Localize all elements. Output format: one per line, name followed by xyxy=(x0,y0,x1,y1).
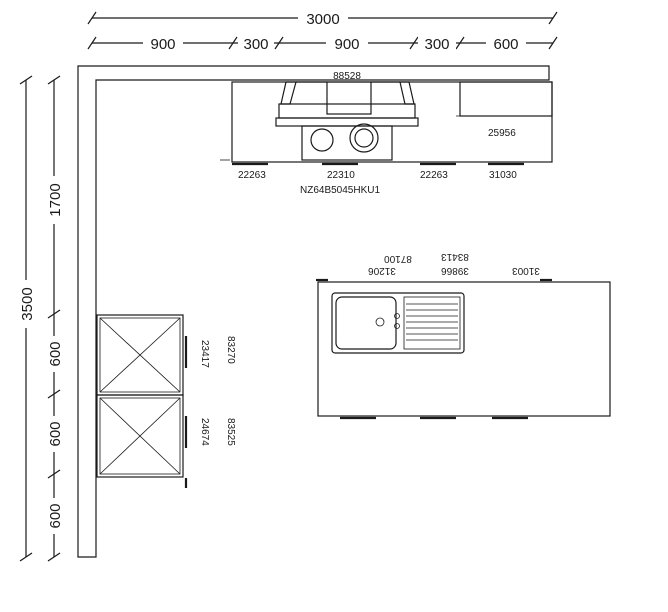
top-total-label: 3000 xyxy=(306,11,339,28)
top-segment-label: 900 xyxy=(150,36,175,53)
top-segment-dimensions: 900 300 900 300 600 xyxy=(87,34,558,53)
island-code: 31003 xyxy=(512,265,540,276)
base-unit-code: 22263 xyxy=(238,170,266,181)
top-segment-label: 300 xyxy=(424,36,449,53)
island-code: 87100 xyxy=(384,253,412,264)
tall-upper-side-code: 83270 xyxy=(225,336,236,364)
wall-cabinet-code: 25956 xyxy=(488,128,516,139)
tall-upper-code: 23417 xyxy=(199,340,210,368)
left-segment-label: 600 xyxy=(47,503,64,528)
top-counter-run: 25956 88528 22263 22310 22263 31030 xyxy=(220,71,553,196)
left-segment-label: 600 xyxy=(47,341,64,366)
island: 31206 87100 83413 39866 31003 xyxy=(316,251,611,420)
tall-unit-lower: 24674 83525 xyxy=(96,394,236,488)
hob-model-label: NZ64B5045HKU1 xyxy=(300,185,380,196)
tall-unit-upper: 23417 83270 xyxy=(96,314,236,396)
wall-cabinet xyxy=(459,81,553,117)
island-code: 31206 xyxy=(368,265,396,276)
island-code: 83413 xyxy=(441,251,469,262)
hood-code: 88528 xyxy=(333,71,361,82)
left-segment-label: 600 xyxy=(47,421,64,446)
cooker-hood: 88528 xyxy=(275,71,419,127)
top-segment-label: 600 xyxy=(493,36,518,53)
base-unit-code: 22310 xyxy=(327,170,355,181)
top-segment-label: 900 xyxy=(334,36,359,53)
base-unit-code: 31030 xyxy=(489,170,517,181)
left-total-label: 3500 xyxy=(19,287,36,320)
tall-lower-code: 24674 xyxy=(199,418,210,446)
left-total-dimension: 3500 xyxy=(17,75,36,562)
top-segment-label: 300 xyxy=(243,36,268,53)
sink xyxy=(331,292,465,354)
hob xyxy=(301,123,393,161)
left-segment-label: 1700 xyxy=(47,183,64,216)
tall-lower-side-code: 83525 xyxy=(225,418,236,446)
base-unit-code: 22263 xyxy=(420,170,448,181)
left-segment-dimensions: 1700 600 600 600 xyxy=(45,75,64,562)
top-total-dimension: 3000 xyxy=(87,8,558,28)
island-code: 39866 xyxy=(441,265,469,276)
room-walls xyxy=(77,65,550,558)
